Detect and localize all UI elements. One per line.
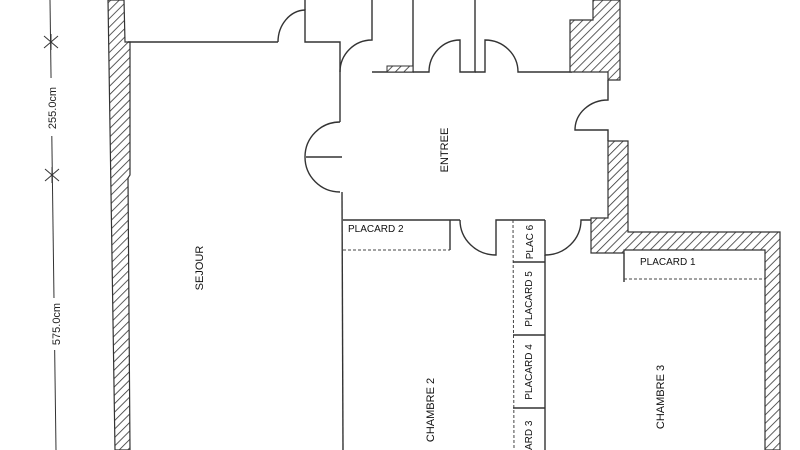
placard-1 [623, 253, 765, 282]
left-wall [107, 0, 131, 450]
sejour-walls [128, 0, 341, 72]
placard-5-label: PLACARD 5 [524, 271, 535, 327]
placard-column [512, 219, 546, 450]
placard-2 [343, 220, 451, 251]
dimension-line [43, 0, 60, 450]
right-wall [590, 140, 781, 450]
room-label-chambre-3: CHAMBRE 3 [655, 365, 667, 429]
entree-walls [304, 0, 621, 450]
placard-2-label: PLACARD 2 [348, 224, 404, 235]
small-wall-block [386, 65, 414, 73]
placard-6-label: PLAC 6 [525, 224, 536, 259]
room-label-chambre-2: CHAMBRE 2 [425, 378, 437, 442]
top-right-wall [569, 0, 621, 81]
dimension-label-255: 255.0cm [47, 87, 59, 129]
placard-1-label: PLACARD 1 [640, 257, 696, 268]
placard-4-label: PLACARD 4 [524, 344, 535, 400]
placard-3-label: ARD 3 [524, 420, 535, 450]
dimension-label-575: 575.0cm [51, 303, 63, 345]
room-label-entree: ENTREE [439, 128, 451, 173]
room-label-sejour: SEJOUR [194, 246, 206, 291]
dimension-tick [43, 34, 60, 183]
